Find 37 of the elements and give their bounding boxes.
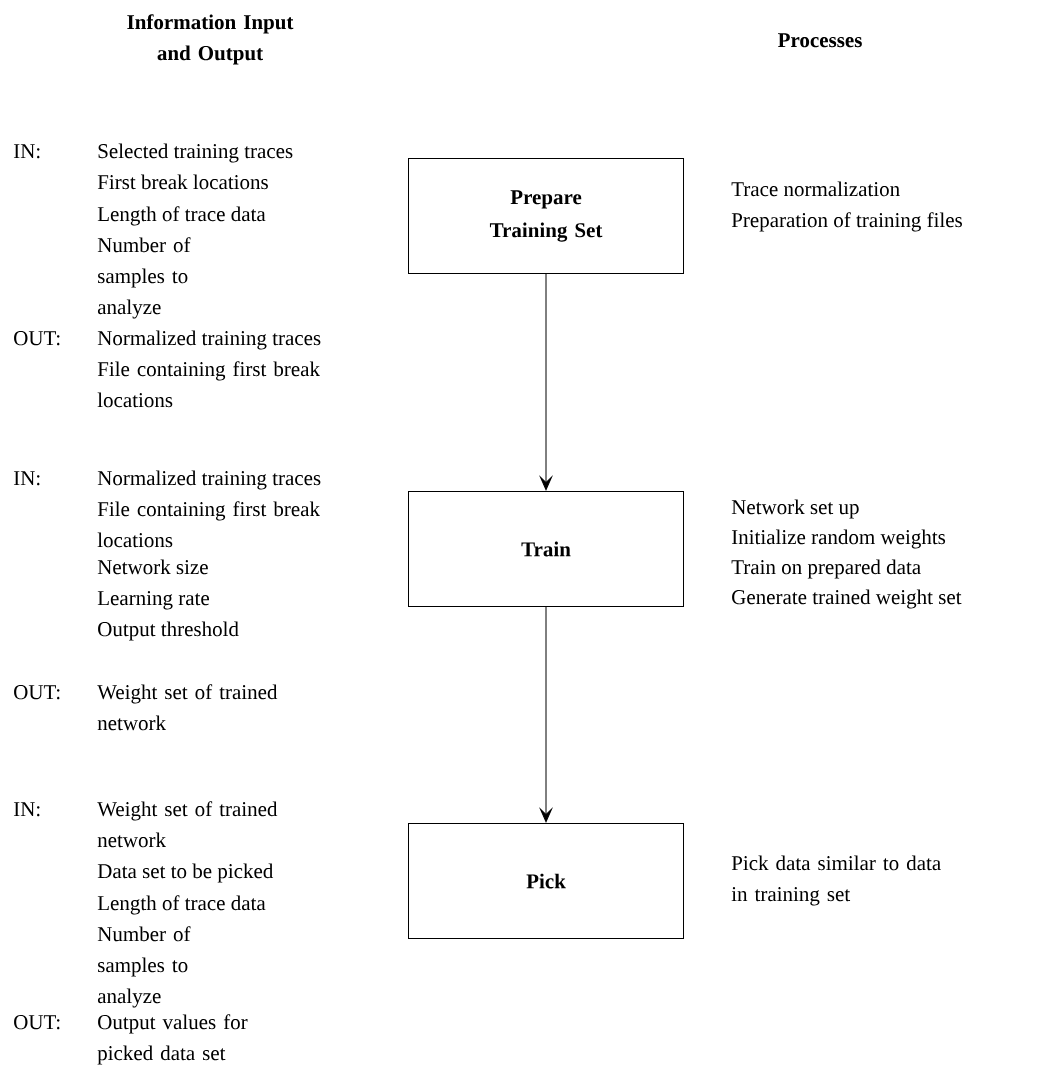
list-item: Weight set of trained network [97,801,278,848]
list-item: File containing first break locations [97,501,320,548]
arrow [540,273,552,491]
column-heading: Information Input and Output [127,14,294,65]
list-item: File containing first break locations [97,361,320,408]
list-item: Number of samples to analyze [97,926,191,1008]
list-item: Selected training traces [98,143,293,163]
io-tag: IN: [13,802,40,817]
list-item: Number of samples to analyze [97,237,191,319]
process-description: Trace normalization [731,181,900,197]
list-item: Learning rate [97,591,209,610]
process-description: Preparation of training files [731,212,962,232]
list-item: Output threshold [98,621,239,641]
list-item: Normalized training traces [97,470,321,490]
process-description: Train on prepared data [731,559,921,579]
io-tag: IN: [13,471,40,486]
process-description: Generate trained weight set [732,589,962,609]
io-tag: OUT: [14,685,60,700]
list-item: First break locations [97,174,268,190]
io-tag: OUT: [14,331,60,346]
list-item: Network size [97,559,208,575]
io-tag: OUT: [14,1015,60,1030]
list-item: Output values for picked data set [97,1014,248,1065]
list-item: Data set to be picked [97,863,274,883]
process-box: Train [408,491,684,607]
process-description: Pick data similar to data in training set [731,855,941,906]
process-description: Initialize random weights [731,529,946,549]
column-heading: Processes [778,33,862,48]
arrow [540,606,552,823]
process-box: Prepare Training Set [408,158,684,274]
process-box: Pick [408,823,684,939]
io-tag: IN: [13,144,40,159]
list-item: Weight set of trained network [97,684,278,731]
list-item: Length of trace data [97,895,266,915]
list-item: Normalized training traces [97,330,321,350]
process-description: Network set up [731,499,859,519]
list-item: Length of trace data [97,206,266,226]
